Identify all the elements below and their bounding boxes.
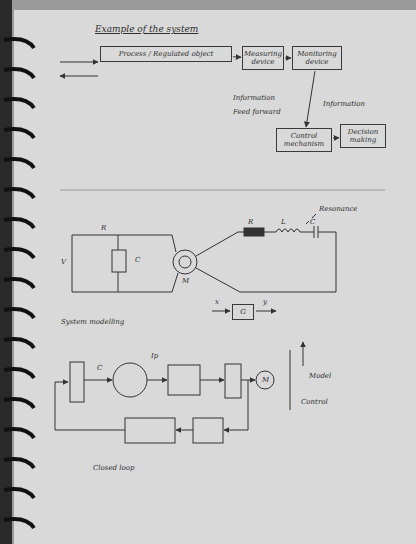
box-text: Control mechanism (280, 132, 328, 148)
process-box: Measuring device (242, 46, 284, 70)
annotation-label: Information (322, 100, 366, 108)
annotation-label: Model (308, 372, 332, 380)
closed-loop-drawing (55, 342, 303, 443)
annotation-label: V (60, 258, 67, 266)
box-text: Monitoring device (296, 50, 338, 66)
annotation-label: Closed loop (92, 464, 135, 472)
process-box: Process / Regulated object (100, 46, 232, 62)
box-text: Process / Regulated object (119, 50, 214, 58)
cover-edge (0, 0, 12, 544)
annotation-label: System modelling (60, 318, 125, 326)
circuit-drawing (72, 214, 336, 311)
process-box: Control mechanism (276, 128, 332, 152)
page-title: Example of the system (95, 24, 198, 34)
flow-arrow (233, 56, 241, 57)
annotation-label: C (134, 256, 141, 264)
annotation-label: M (261, 376, 270, 384)
annotation-label: Feed forward (232, 108, 282, 116)
box-text: Decision making (344, 128, 382, 144)
annotation-label: C (309, 218, 316, 226)
flow-arrow (333, 137, 339, 138)
annotation-label: Resonance (318, 205, 358, 213)
annotation-label: R (247, 218, 254, 226)
process-box: G (232, 304, 254, 320)
annotation-label: Information (232, 94, 276, 102)
annotation-label: R (100, 224, 107, 232)
top-diagram-lines (60, 62, 385, 190)
annotation-label: Ip (150, 352, 159, 360)
flow-arrow (306, 71, 315, 127)
annotation-label: Control (300, 398, 329, 406)
process-box: Monitoring device (292, 46, 342, 70)
box-text: Measuring device (244, 50, 282, 66)
process-box: Decision making (340, 124, 386, 148)
annotation-label: L (280, 218, 287, 226)
box-text: G (240, 308, 246, 316)
flow-arrow (285, 58, 291, 59)
annotation-label: x (214, 298, 220, 306)
annotation-label: M (181, 277, 190, 285)
annotation-label: C (96, 364, 103, 372)
annotation-label: y (262, 298, 268, 306)
spiral-binding (4, 39, 34, 528)
paper-page (14, 10, 416, 544)
